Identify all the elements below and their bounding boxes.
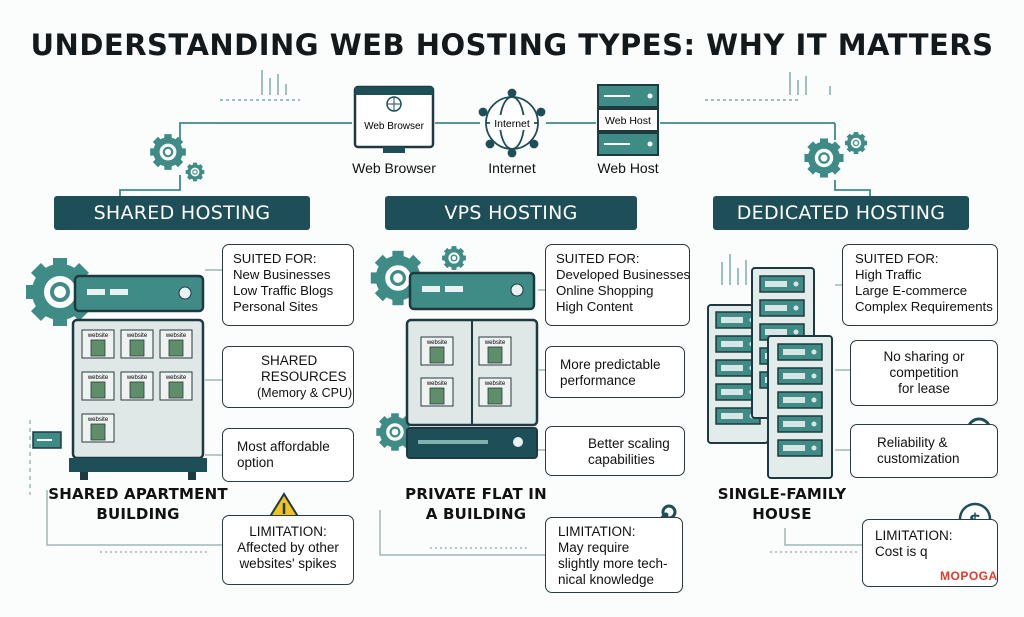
unit-label: website xyxy=(426,381,448,387)
suited-item: New Businesses xyxy=(233,267,331,282)
feature-line: No sharing or xyxy=(883,349,965,364)
caption-line: BUILDING xyxy=(96,505,180,523)
web-host-panel-text: Web Host xyxy=(605,115,651,127)
decor-dashes-right xyxy=(705,72,831,101)
shared-caption: SHARED APARTMENT BUILDING xyxy=(38,484,238,524)
web-browser-label: Web Browser xyxy=(352,160,436,176)
suited-item: Low Traffic Blogs xyxy=(233,283,334,298)
limitation-heading: LIMITATION: xyxy=(249,524,327,539)
limitation-line: Cost is q xyxy=(875,544,928,559)
unit-label: website xyxy=(484,340,506,346)
suited-item: Developed Businesses xyxy=(556,267,691,282)
banner-shared-hosting: SHARED HOSTING xyxy=(54,196,310,230)
suited-item: Online Shopping xyxy=(556,283,654,298)
web-host-server-icon xyxy=(597,84,659,156)
web-host-label: Web Host xyxy=(597,160,659,176)
suited-heading: SUITED FOR: xyxy=(556,251,640,266)
internet-label: Internet xyxy=(488,160,536,176)
suited-item: High Traffic xyxy=(855,267,922,282)
shared-limitation-box: LIMITATION: Affected by other websites' … xyxy=(222,515,354,585)
feature-line: More predictable xyxy=(560,357,661,372)
shared-resources-box: SHARED RESOURCES (Memory & CPU) xyxy=(222,346,354,408)
dedicated-no-sharing-box: No sharing or competition for lease xyxy=(850,340,998,406)
limitation-heading: LIMITATION: xyxy=(558,524,636,539)
unit-label: website xyxy=(87,333,109,339)
unit-label: website xyxy=(126,333,148,339)
unit-label: website xyxy=(165,333,187,339)
caption-line: HOUSE xyxy=(752,505,812,523)
rack-stack-front xyxy=(767,335,833,479)
banner-vps-hosting: VPS HOSTING xyxy=(385,196,637,230)
suited-item: High Content xyxy=(556,299,633,314)
vps-scaling-box: Better scaling capabilities xyxy=(545,426,685,476)
feature-line: performance xyxy=(560,373,636,388)
gear-icon-right-large xyxy=(804,138,843,177)
gear-icon-left-small xyxy=(183,160,207,184)
feature-line: competition xyxy=(889,365,959,380)
caption-line: SINGLE-FAMILY xyxy=(717,485,847,503)
feature-line: Most affordable xyxy=(237,439,330,454)
col3-connectors xyxy=(770,284,862,553)
unit-label: website xyxy=(126,375,148,381)
caption-line: PRIVATE FLAT IN xyxy=(405,485,547,503)
caption-line: SHARED APARTMENT xyxy=(48,485,228,503)
feature-line: customization xyxy=(877,451,960,466)
unit-label: website xyxy=(87,375,109,381)
gear-icon-right-small xyxy=(843,129,869,157)
gear-icon-col2-small xyxy=(442,246,466,270)
feature-line: SHARED xyxy=(261,353,318,368)
shared-suited-for-box: SUITED FOR: New Businesses Low Traffic B… xyxy=(222,244,354,326)
unit-label: website xyxy=(87,417,109,423)
dedicated-limitation-box: LIMITATION: Cost is q xyxy=(862,519,998,587)
vps-predictable-box: More predictable performance xyxy=(545,346,685,398)
feature-line: RESOURCES xyxy=(261,369,347,384)
watermark-text: MOPOGA xyxy=(940,569,998,583)
suited-item: Large E-commerce xyxy=(855,283,968,298)
internet-globe-text: Internet xyxy=(494,118,530,130)
gear-icon-left-large xyxy=(150,134,186,170)
limitation-line: websites' spikes xyxy=(239,556,337,571)
suited-item: Complex Requirements xyxy=(855,299,993,314)
suited-heading: SUITED FOR: xyxy=(855,251,939,266)
mini-server-icon xyxy=(32,431,62,449)
unit-label: website xyxy=(484,381,506,387)
vps-suited-for-box: SUITED FOR: Developed Businesses Online … xyxy=(545,244,690,326)
feature-line: capabilities xyxy=(588,452,655,467)
top-flow-connectors xyxy=(119,122,871,196)
feature-line: (Memory & CPU) xyxy=(257,386,353,400)
decor-dashes-left xyxy=(220,70,300,101)
decor-bars-col3 xyxy=(721,254,747,285)
dedicated-suited-for-box: SUITED FOR: High Traffic Large E-commerc… xyxy=(842,244,998,326)
limitation-line: Affected by other xyxy=(237,540,339,555)
page-title: UNDERSTANDING WEB HOSTING TYPES: WHY IT … xyxy=(30,28,994,62)
dedicated-caption: SINGLE-FAMILY HOUSE xyxy=(700,484,864,524)
suited-heading: SUITED FOR: xyxy=(233,251,317,266)
banner-dedicated-hosting: DEDICATED HOSTING xyxy=(713,196,969,230)
limitation-line: slightly more tech- xyxy=(558,556,668,571)
feature-line: for lease xyxy=(898,381,950,396)
limitation-line: nical knowledge xyxy=(558,572,655,587)
shared-affordable-box: Most affordable option xyxy=(222,428,354,482)
limitation-line: May require xyxy=(558,540,630,555)
caption-line: A BUILDING xyxy=(425,505,527,523)
unit-label: website xyxy=(165,375,187,381)
vps-limitation-box: LIMITATION: May require slightly more te… xyxy=(545,517,683,593)
web-browser-icon xyxy=(353,85,435,153)
feature-line: Reliability & xyxy=(877,435,948,450)
browser-screen-text: Web Browser xyxy=(364,121,425,132)
dedicated-reliability-box: Reliability & customization xyxy=(850,424,998,478)
feature-line: Better scaling xyxy=(588,436,670,451)
feature-line: option xyxy=(237,455,274,470)
unit-label: website xyxy=(426,340,448,346)
vps-caption: PRIVATE FLAT IN A BUILDING xyxy=(376,484,576,524)
col1-connectors xyxy=(29,269,223,553)
suited-item: Personal Sites xyxy=(233,299,319,314)
col2-connectors xyxy=(379,289,545,556)
limitation-heading: LIMITATION: xyxy=(875,528,953,543)
